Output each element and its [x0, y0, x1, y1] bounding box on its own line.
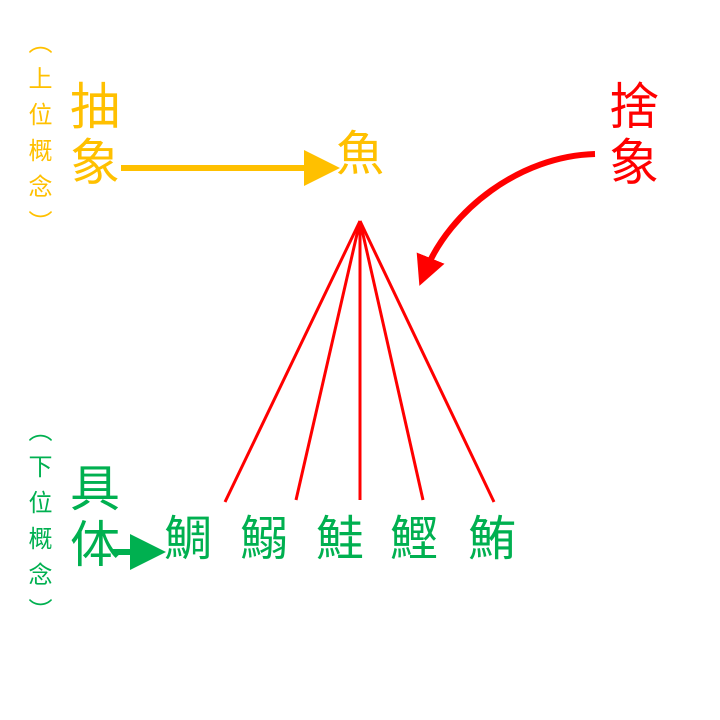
fish-node-tai: 鯛 — [164, 511, 213, 567]
fish-node-sake: 鮭 — [316, 511, 365, 567]
lower-concept-note: （下位概念） — [24, 418, 52, 634]
upper-concept-note: （上位概念） — [24, 30, 52, 246]
fish-node-iwashi: 鰯 — [240, 511, 289, 567]
fish-node: 魚 — [336, 126, 385, 182]
fish-node-katsuo: 鰹 — [390, 511, 439, 567]
hierarchy-lines — [223, 220, 496, 503]
abstraction-label: 抽象 — [62, 80, 120, 192]
fish-node-maguro: 鮪 — [468, 511, 517, 567]
discard-arrow — [416, 151, 596, 286]
discard-label: 捨象 — [601, 80, 659, 192]
concrete-label: 具体 — [62, 462, 120, 574]
